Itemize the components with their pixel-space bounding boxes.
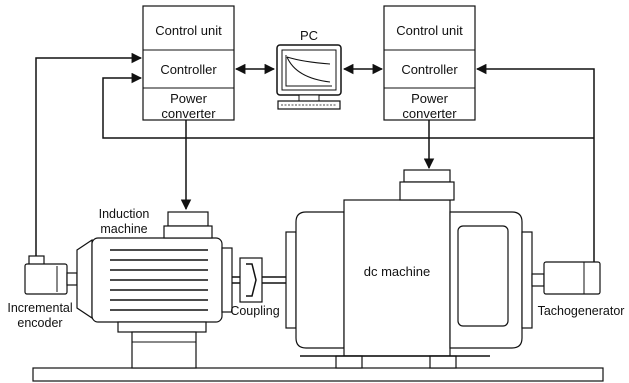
dc-machine-label: dc machine bbox=[364, 264, 430, 279]
right-power-converter-label-2: converter bbox=[402, 106, 457, 121]
incremental-encoder: Incremental encoder bbox=[7, 255, 78, 330]
left-controller-label: Controller bbox=[160, 62, 217, 77]
encoder-feedback-line bbox=[35, 52, 143, 258]
speed-feedback-line bbox=[102, 72, 594, 139]
left-power-converter-label-1: Power bbox=[170, 91, 208, 106]
induction-machine-label-2: machine bbox=[100, 222, 147, 236]
tacho-feedback-line bbox=[475, 63, 595, 262]
induction-machine-label-1: Induction bbox=[99, 207, 150, 221]
coupling: Coupling bbox=[230, 257, 280, 318]
encoder-label-1: Incremental bbox=[7, 301, 72, 315]
left-control-unit-label: Control unit bbox=[155, 23, 222, 38]
tachogenerator-label: Tachogenerator bbox=[538, 304, 625, 318]
encoder-label-2: encoder bbox=[17, 316, 62, 330]
coupling-label: Coupling bbox=[230, 304, 279, 318]
pc-label: PC bbox=[300, 28, 318, 43]
base-plate bbox=[32, 367, 604, 382]
left-power-converter-label-2: converter bbox=[161, 106, 216, 121]
right-control-panel: Control unit Controller Power converter bbox=[383, 5, 476, 121]
left-control-unit-frame bbox=[142, 5, 235, 121]
right-power-converter-label-1: Power bbox=[411, 91, 449, 106]
induction-machine: Induction machine bbox=[76, 207, 233, 369]
tachogenerator: Tachogenerator bbox=[531, 261, 625, 318]
left-control-panel: Control unit Controller Power converter bbox=[142, 5, 235, 121]
right-control-unit-frame bbox=[383, 5, 476, 121]
right-control-unit-label: Control unit bbox=[396, 23, 463, 38]
pc-computer: PC bbox=[276, 28, 342, 110]
right-controller-label: Controller bbox=[401, 62, 458, 77]
chart-icon bbox=[285, 55, 332, 87]
dc-machine: dc machine bbox=[285, 169, 533, 369]
